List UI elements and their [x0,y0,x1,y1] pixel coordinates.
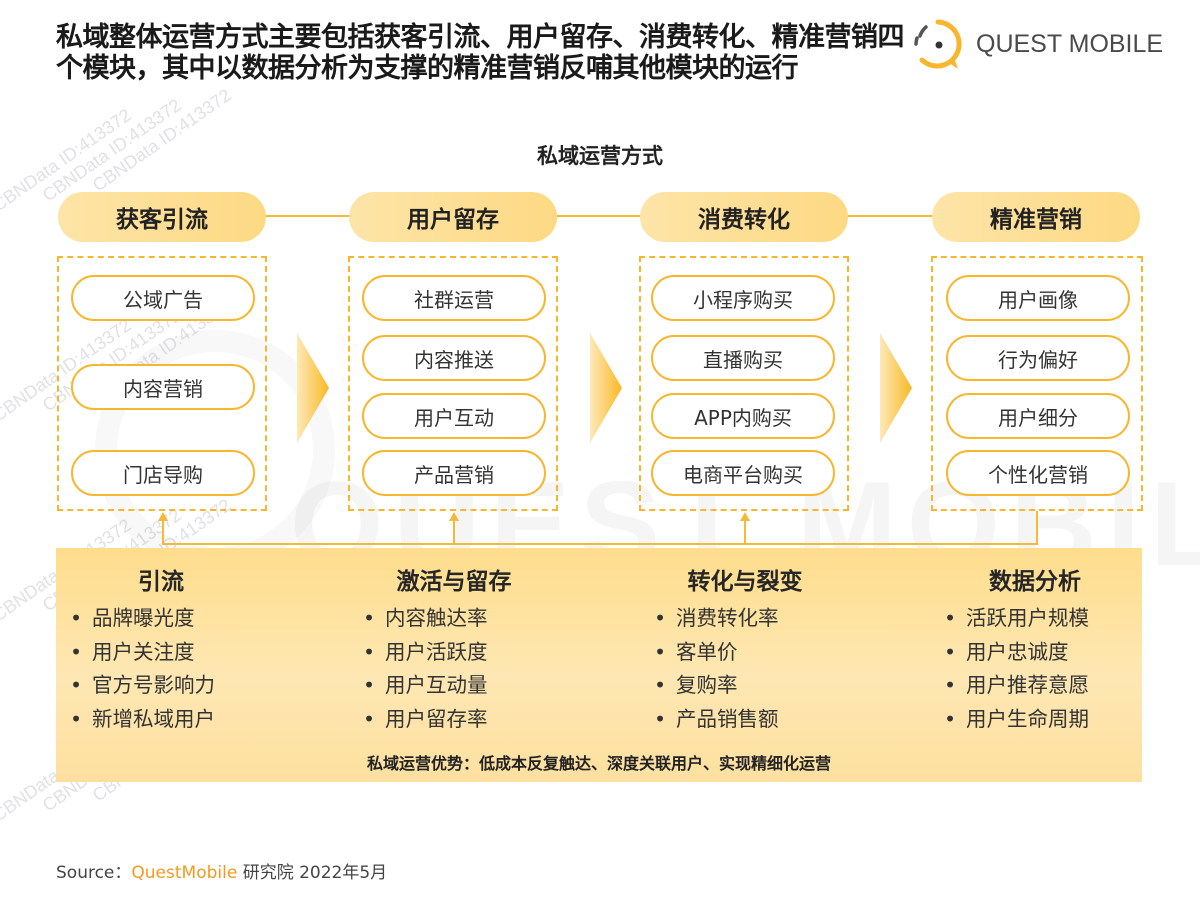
stage-item: 用户互动 [362,393,546,439]
stage-connector [848,215,938,217]
stage-pill-precision-marketing: 精准营销 [932,192,1140,242]
metric-item: 新增私域用户 [66,703,256,737]
source-note: Source：QuestMobile 研究院 2022年5月 [56,858,387,883]
metric-column-traffic: 引流 品牌曝光度 用户关注度 官方号影响力 新增私域用户 [66,562,256,736]
feedback-line-up [744,519,746,544]
metric-item: 用户忠诚度 [940,636,1130,670]
arrow-up-icon [449,512,459,521]
stage-box-acquisition [57,256,267,511]
metric-item: 用户留存率 [359,703,549,737]
metric-item: 用户互动量 [359,669,549,703]
metrics-panel: 引流 品牌曝光度 用户关注度 官方号影响力 新增私域用户 激活与留存 内容触达率… [56,548,1142,782]
arrow-up-icon [740,512,750,521]
arrow-up-icon [158,512,168,521]
advantage-summary: 私域运营优势：低成本反复触达、深度关联用户、实现精细化运营 [366,754,831,773]
stage-pill-retention: 用户留存 [349,192,557,242]
chevron-right-icon [590,333,622,443]
stage-box-conversion [639,256,849,511]
chevron-right-icon [880,333,912,443]
stage-item: 直播购买 [651,335,835,381]
source-suffix: 研究院 2022年5月 [237,863,388,883]
stage-item: APP内购买 [651,393,835,439]
metric-item: 品牌曝光度 [66,602,256,636]
stage-box-retention [348,256,558,511]
feedback-line-horizontal [162,543,1038,545]
stage-item: 门店导购 [71,450,255,496]
logo-text: QUEST MOBILE [976,29,1164,58]
stage-connector [556,215,646,217]
metric-item: 内容触达率 [359,602,549,636]
metric-column-data-analysis: 数据分析 活跃用户规模 用户忠诚度 用户推荐意愿 用户生命周期 [940,562,1130,736]
metric-item: 用户生命周期 [940,703,1130,737]
stage-item: 小程序购买 [651,275,835,321]
stage-item: 用户画像 [946,275,1130,321]
metric-title: 转化与裂变 [687,569,803,595]
metric-item: 活跃用户规模 [940,602,1130,636]
diagram-title: 私域运营方式 [537,144,663,168]
stage-item: 内容推送 [362,335,546,381]
source-prefix: Source： [56,863,132,883]
feedback-line-up [162,519,164,544]
metric-item: 用户关注度 [66,636,256,670]
stage-item: 产品营销 [362,450,546,496]
brand-logo: QUEST MOBILE [908,14,1163,74]
stage-pill-acquisition: 获客引流 [58,192,266,242]
metric-title: 数据分析 [989,569,1081,595]
stage-item: 个性化营销 [946,450,1130,496]
stage-item: 电商平台购买 [651,450,835,496]
feedback-line-up [453,519,455,544]
quest-mobile-logo-icon [914,19,962,69]
metric-item: 产品销售额 [650,703,840,737]
metric-item: 用户活跃度 [359,636,549,670]
stage-connector [264,215,354,217]
metric-item: 用户推荐意愿 [940,669,1130,703]
metric-item: 官方号影响力 [66,669,256,703]
stage-item: 用户细分 [946,393,1130,439]
metric-title: 激活与留存 [396,569,512,595]
stage-item: 公域广告 [71,275,255,321]
metric-item: 消费转化率 [650,602,840,636]
feedback-line-down [1036,511,1038,544]
source-brand: QuestMobile [131,863,238,883]
stage-item: 内容营销 [71,364,255,410]
metric-title: 引流 [138,569,184,595]
stage-item: 社群运营 [362,275,546,321]
metric-item: 复购率 [650,669,840,703]
metric-column-conversion: 转化与裂变 消费转化率 客单价 复购率 产品销售额 [650,562,840,736]
page-headline: 私域整体运营方式主要包括获客引流、用户留存、消费转化、精准营销四个模块，其中以数… [56,22,905,84]
metric-item: 客单价 [650,636,840,670]
stage-pill-conversion: 消费转化 [640,192,848,242]
stage-item: 行为偏好 [946,335,1130,381]
metric-column-activation: 激活与留存 内容触达率 用户活跃度 用户互动量 用户留存率 [359,562,549,736]
stage-box-precision-marketing [931,256,1143,511]
chevron-right-icon [297,333,329,443]
